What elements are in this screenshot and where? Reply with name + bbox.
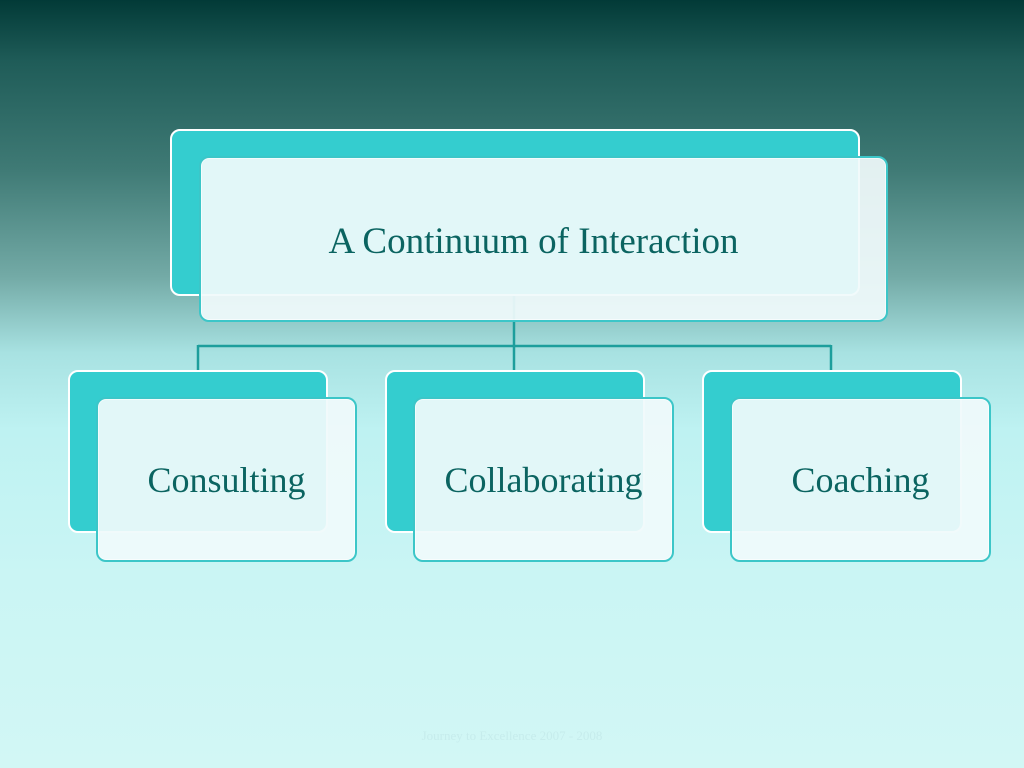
child-node-coaching: Coaching <box>730 397 991 562</box>
child-node-label-coaching: Coaching <box>791 459 930 500</box>
footer-text: Journey to Excellence 2007 - 2008 <box>421 728 603 743</box>
child-node-label-collaborating: Collaborating <box>444 459 643 500</box>
child-node-consulting: Consulting <box>96 397 357 562</box>
child-node-collaborating: Collaborating <box>413 397 674 562</box>
child-node-label-consulting: Consulting <box>147 459 306 500</box>
root-node-label: A Continuum of Interaction <box>328 220 739 262</box>
root-node: A Continuum of Interaction <box>199 156 888 322</box>
